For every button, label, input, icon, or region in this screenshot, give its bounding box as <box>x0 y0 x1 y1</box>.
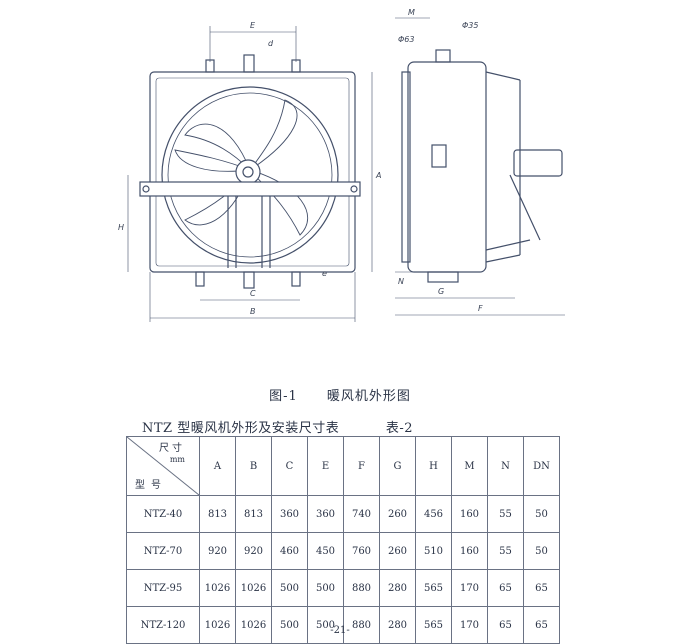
side-view-body <box>407 61 487 273</box>
value-cell: 500 <box>307 569 344 607</box>
value-cell: 450 <box>307 532 344 570</box>
figure-caption: 图-1 暖风机外形图 <box>0 385 680 404</box>
value-cell: 740 <box>343 495 380 533</box>
corner-type-label: 型号 <box>135 480 167 491</box>
label-C: C <box>250 289 256 298</box>
value-cell: 510 <box>415 532 452 570</box>
label-H: H <box>118 223 124 232</box>
corner-dimension-label: 尺寸 <box>159 443 185 454</box>
value-cell: 813 <box>199 495 236 533</box>
value-cell: 360 <box>271 495 308 533</box>
value-cell: 50 <box>523 495 560 533</box>
value-cell: 920 <box>199 532 236 570</box>
label-phi63: Φ63 <box>398 35 414 44</box>
value-cell: 1026 <box>199 569 236 607</box>
value-cell: 565 <box>415 569 452 607</box>
heater-outline-drawing: E d C B A H e M Φ35 Φ63 N G F <box>118 8 565 322</box>
table-header-row: 尺寸 mm 型号 A B C E F G H M N DN <box>126 436 560 496</box>
table-row: NTZ-40 813 813 360 360 740 260 456 160 5… <box>126 495 560 533</box>
label-A: A <box>375 171 381 180</box>
model-cell: NTZ-95 <box>126 569 200 607</box>
column-header: N <box>487 436 524 496</box>
value-cell: 55 <box>487 532 524 570</box>
figure-title: 暖风机外形图 <box>326 389 411 404</box>
table-title-text: NTZ 型暖风机外形及安装尺寸表 <box>142 421 340 436</box>
value-cell: 880 <box>343 569 380 607</box>
value-cell: 50 <box>523 532 560 570</box>
value-cell: 55 <box>487 495 524 533</box>
column-header: C <box>271 436 308 496</box>
fan-ring <box>161 86 339 264</box>
value-cell: 65 <box>487 606 524 644</box>
label-e: e <box>322 269 327 278</box>
column-header: G <box>379 436 416 496</box>
label-E: E <box>250 21 256 30</box>
table-row: NTZ-95 1026 1026 500 500 880 280 565 170… <box>126 569 560 607</box>
value-cell: 160 <box>451 532 488 570</box>
model-cell: NTZ-70 <box>126 532 200 570</box>
value-cell: 170 <box>451 569 488 607</box>
column-header: B <box>235 436 272 496</box>
table-title: NTZ 型暖风机外形及安装尺寸表 表-2 <box>142 417 413 436</box>
value-cell: 500 <box>307 606 344 644</box>
value-cell: 260 <box>379 532 416 570</box>
value-cell: 65 <box>523 569 560 607</box>
value-cell: 565 <box>415 606 452 644</box>
value-cell: 160 <box>451 495 488 533</box>
value-cell: 813 <box>235 495 272 533</box>
label-M: M <box>408 8 415 17</box>
value-cell: 170 <box>451 606 488 644</box>
value-cell: 920 <box>235 532 272 570</box>
value-cell: 360 <box>307 495 344 533</box>
column-header: F <box>343 436 380 496</box>
model-cell: NTZ-40 <box>126 495 200 533</box>
value-cell: 1026 <box>235 569 272 607</box>
value-cell: 280 <box>379 569 416 607</box>
label-F: F <box>478 304 483 313</box>
diagonal-divider <box>127 437 199 495</box>
value-cell: 500 <box>271 569 308 607</box>
column-header: M <box>451 436 488 496</box>
page-number: -21- <box>330 625 350 636</box>
label-B: B <box>250 307 256 316</box>
dimension-table: 尺寸 mm 型号 A B C E F G H M N DN NTZ-40 813… <box>126 436 560 644</box>
column-header: H <box>415 436 452 496</box>
corner-unit-label: mm <box>169 455 185 464</box>
model-cell: NTZ-120 <box>126 606 200 644</box>
table-number: 表-2 <box>385 421 414 436</box>
value-cell: 456 <box>415 495 452 533</box>
column-header: DN <box>523 436 560 496</box>
column-header: A <box>199 436 236 496</box>
column-header: E <box>307 436 344 496</box>
value-cell: 65 <box>487 569 524 607</box>
label-G: G <box>438 287 444 296</box>
motor-hub <box>235 159 261 185</box>
table-corner-cell: 尺寸 mm 型号 <box>126 436 200 496</box>
value-cell: 460 <box>271 532 308 570</box>
figure-label: 图-1 <box>269 389 298 404</box>
label-phi35: Φ35 <box>462 21 478 30</box>
side-motor <box>513 149 563 177</box>
value-cell: 260 <box>379 495 416 533</box>
label-d: d <box>268 39 274 48</box>
value-cell: 760 <box>343 532 380 570</box>
table-row: NTZ-70 920 920 460 450 760 260 510 160 5… <box>126 532 560 570</box>
label-N: N <box>398 277 404 286</box>
